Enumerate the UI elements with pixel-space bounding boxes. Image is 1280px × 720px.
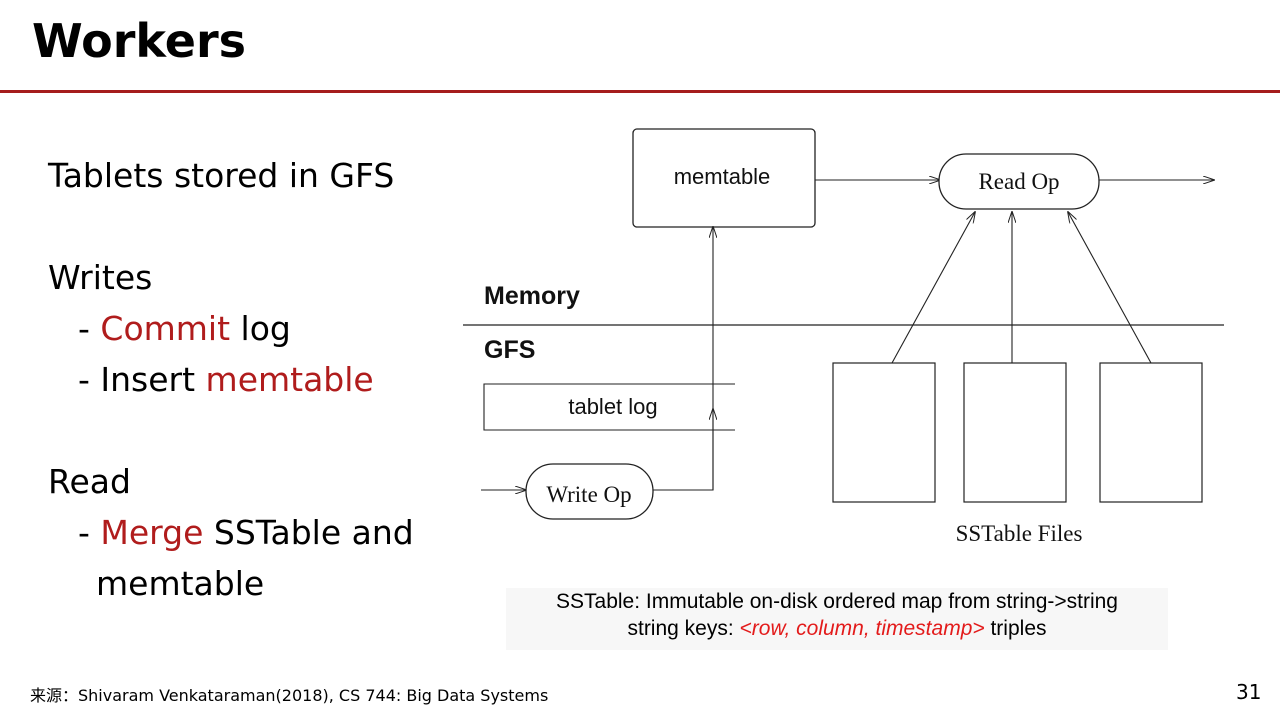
item-prefix: - xyxy=(78,513,101,552)
commit-highlight: Commit xyxy=(100,309,231,348)
sstable-file-2 xyxy=(963,362,1067,503)
read-op-label: Read Op xyxy=(978,169,1059,194)
caption-line-2: string keys: <row, column, timestamp> tr… xyxy=(506,615,1168,642)
memtable-box xyxy=(632,128,816,228)
page-number: 31 xyxy=(1236,680,1262,704)
memtable-label: memtable xyxy=(674,164,771,189)
memory-label: Memory xyxy=(484,282,580,310)
sstable-files-label: SSTable Files xyxy=(956,521,1083,546)
caption-line-2-prefix: string keys: xyxy=(627,617,740,640)
sstable-definition-caption: SSTable: Immutable on-disk ordered map f… xyxy=(506,588,1168,650)
item-prefix: - Insert xyxy=(78,360,206,399)
tablet-log-label: tablet log xyxy=(568,394,657,419)
read-heading: Read xyxy=(48,462,131,501)
read-merge-item-continuation: memtable xyxy=(96,564,265,603)
item-rest: log xyxy=(230,309,291,348)
writes-heading: Writes xyxy=(48,258,153,297)
caption-key-triple: <row, column, timestamp> xyxy=(739,617,985,640)
source-citation: 来源：Shivaram Venkataraman(2018), CS 744: … xyxy=(30,686,549,705)
read-op-node xyxy=(938,153,1100,210)
write-op-label: Write Op xyxy=(546,482,631,507)
sstable-3-to-read-arrow xyxy=(1068,212,1152,364)
gfs-label: GFS xyxy=(484,336,535,364)
merge-highlight: Merge xyxy=(100,513,204,552)
write-to-memtable-arrow xyxy=(653,227,713,491)
slide-title: Workers xyxy=(32,14,247,68)
write-op-node xyxy=(525,463,654,520)
caption-line-2-suffix: triples xyxy=(984,617,1047,640)
caption-line-1: SSTable: Immutable on-disk ordered map f… xyxy=(556,590,1118,613)
sstable-1-to-read-arrow xyxy=(891,212,975,364)
item-rest: SSTable and xyxy=(203,513,414,552)
read-merge-item: - Merge SSTable and xyxy=(48,507,478,558)
tablet-log-box xyxy=(483,383,735,431)
gfs-storage-line: Tablets stored in GFS xyxy=(48,156,395,195)
title-divider xyxy=(0,90,1280,93)
bullet-text-block: Tablets stored in GFS Writes - Commit lo… xyxy=(48,150,478,609)
memtable-highlight: memtable xyxy=(205,360,374,399)
writes-insert-memtable-item: - Insert memtable xyxy=(48,354,478,405)
sstable-file-3 xyxy=(1099,362,1203,503)
sstable-file-1 xyxy=(832,362,936,503)
item-prefix: - xyxy=(78,309,101,348)
writes-commit-log-item: - Commit log xyxy=(48,303,478,354)
